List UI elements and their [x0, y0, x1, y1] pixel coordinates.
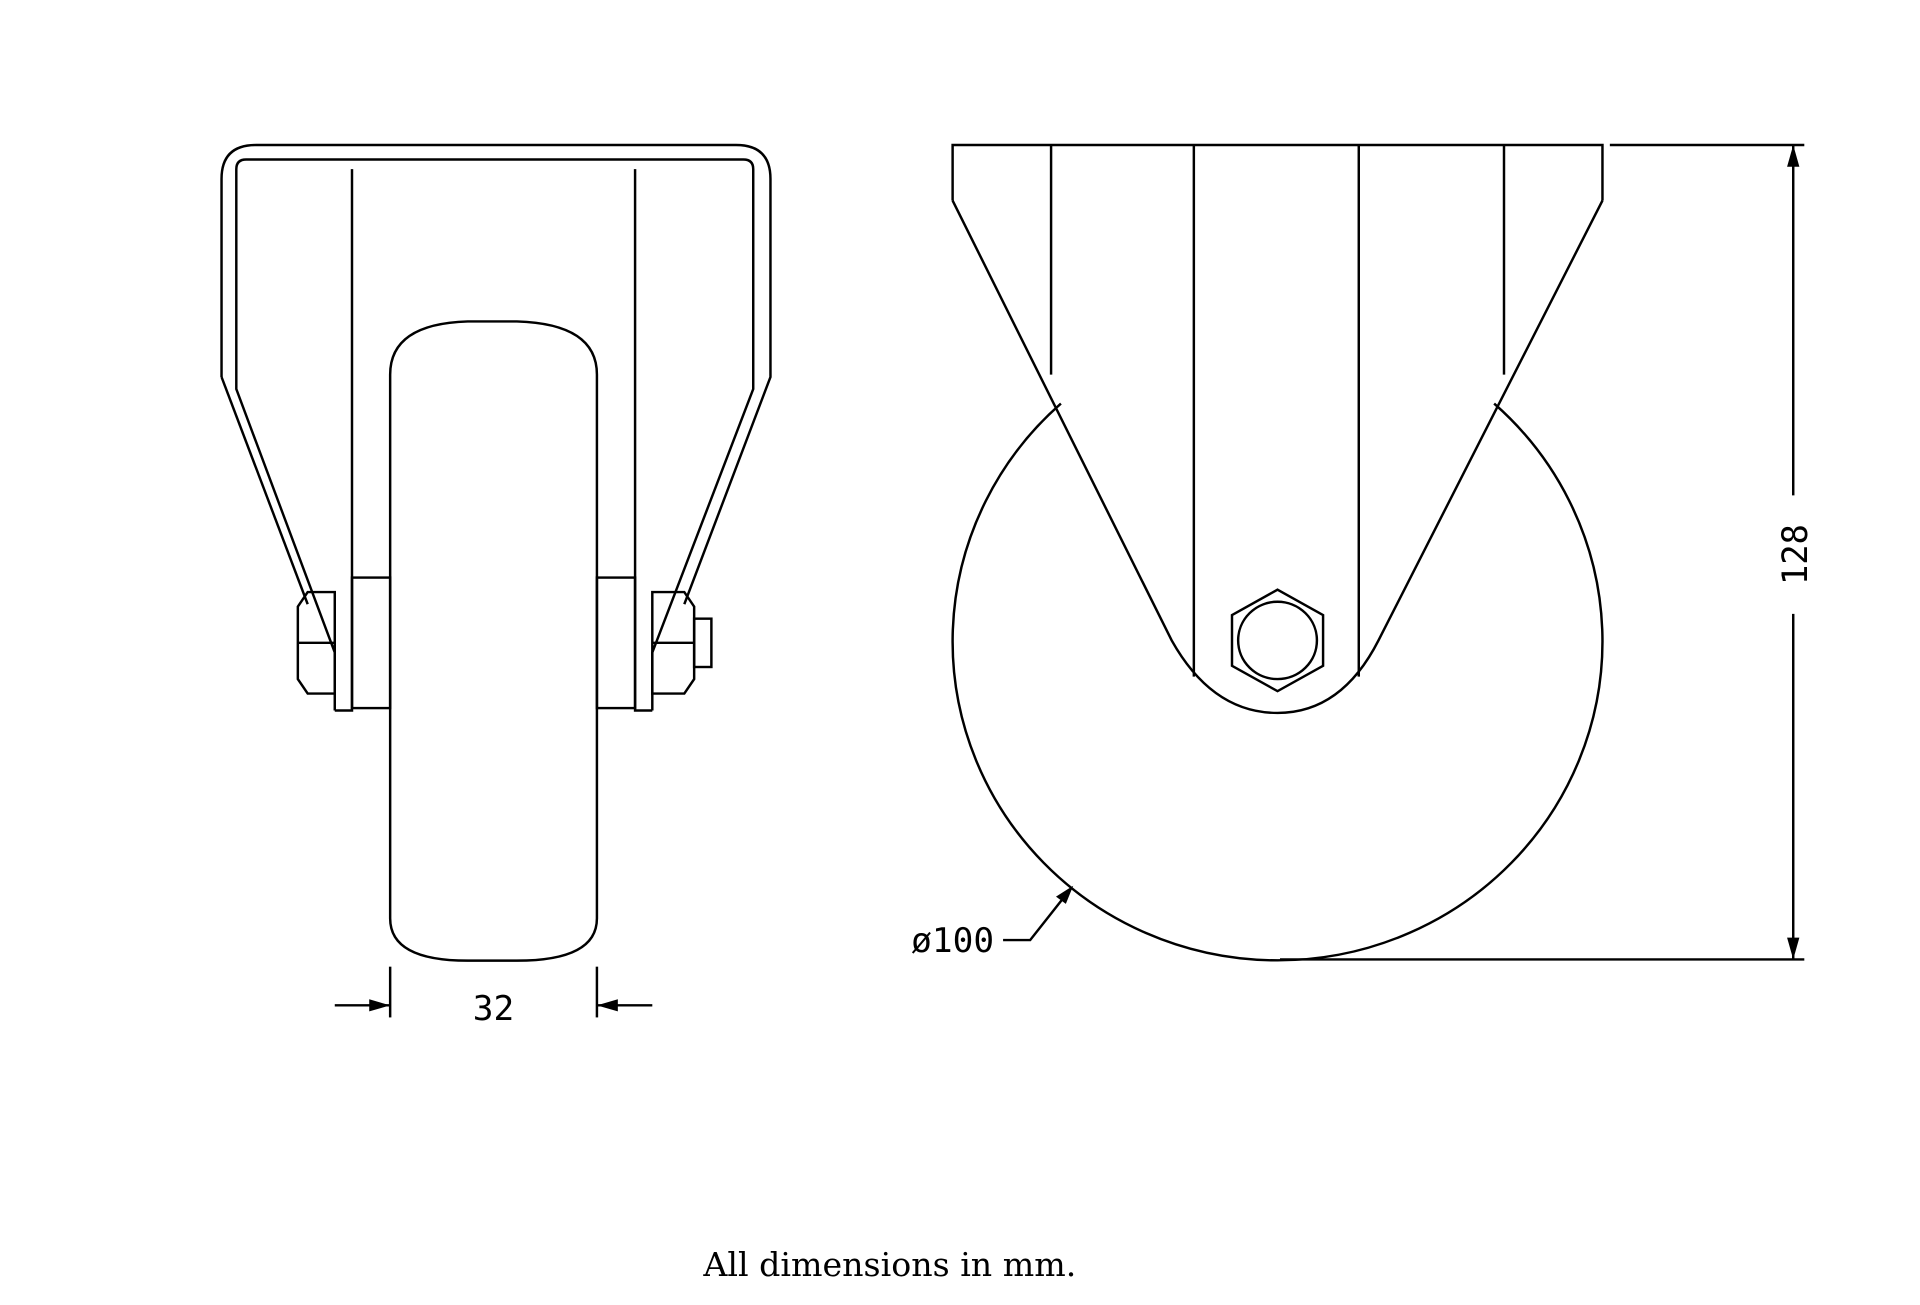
nut-left: [296, 590, 336, 695]
nut-right: [651, 590, 696, 695]
bolt-end: [692, 617, 713, 669]
dimensions-caption: All dimensions in mm.: [702, 1245, 1076, 1284]
axle-hex-nut: [1230, 588, 1325, 693]
diameter-dimension-label: ø100: [911, 921, 994, 961]
hub-right: [595, 576, 637, 710]
wheel-side: [951, 402, 1604, 962]
wheel-front: [388, 320, 599, 962]
front-view: 32: [220, 143, 772, 1029]
width-dimension-label: 32: [473, 989, 514, 1029]
top-plate: [951, 143, 1604, 201]
bracket-inner: [235, 158, 755, 711]
side-bracket: [951, 200, 1604, 715]
bracket-plate-right: [633, 169, 653, 712]
bracket-outer: [220, 143, 772, 605]
hub-left: [350, 576, 392, 710]
bracket-plate-left: [334, 169, 354, 712]
bracket-outer-left-leg: [220, 376, 309, 605]
height-dimension-label: 128: [1775, 524, 1815, 585]
side-view: ø100 128: [911, 143, 1816, 962]
axle: [1236, 600, 1319, 681]
